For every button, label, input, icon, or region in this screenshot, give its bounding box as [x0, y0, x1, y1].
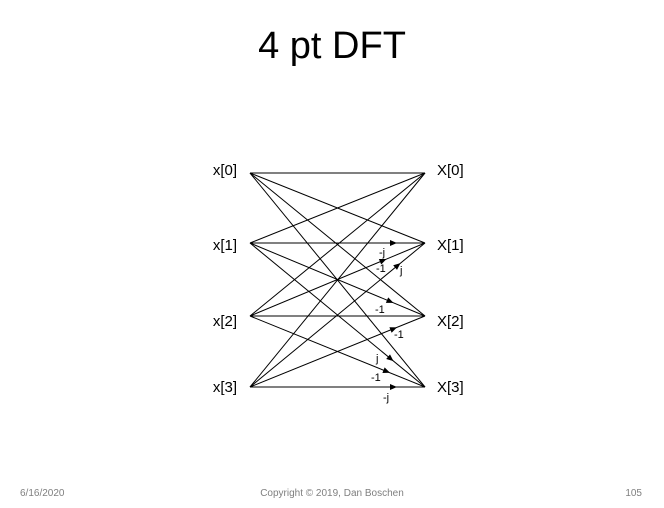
footer-page-number: 105 [625, 488, 642, 499]
branch-arrow-5 [386, 354, 394, 362]
twiddle-label: -1 [375, 304, 385, 316]
output-label-X2: X[2] [437, 313, 464, 330]
branch-arrow-0 [390, 240, 397, 246]
input-label-x0: x[0] [213, 162, 237, 179]
twiddle-label: -1 [371, 372, 381, 384]
twiddle-label: -j [379, 247, 385, 259]
twiddle-label: j [375, 353, 378, 365]
twiddle-label: -1 [394, 329, 404, 341]
input-label-x3: x[3] [213, 379, 237, 396]
branch-arrow-3 [385, 297, 394, 303]
input-label-x1: x[1] [213, 237, 237, 254]
branch-arrow-1 [378, 258, 387, 265]
edge-x1-to-X0 [249, 172, 426, 244]
footer-copyright: Copyright © 2019, Dan Boschen [260, 488, 404, 499]
slide-title: 4 pt DFT [258, 25, 406, 67]
twiddle-label: j [399, 265, 402, 277]
edge-x3-to-X0 [249, 172, 426, 388]
branch-arrow-7 [390, 384, 397, 390]
edge-x2-to-X0 [249, 172, 426, 317]
twiddle-label: -j [383, 392, 389, 404]
output-label-X3: X[3] [437, 379, 464, 396]
flow-graph-edges [249, 172, 426, 388]
twiddle-label: -1 [376, 263, 386, 275]
branch-arrow-4 [389, 327, 397, 333]
output-label-X1: X[1] [437, 237, 464, 254]
branch-arrow-2 [393, 263, 401, 270]
branch-arrow-6 [382, 367, 390, 373]
output-label-X0: X[0] [437, 162, 464, 179]
footer-date: 6/16/2020 [20, 488, 65, 499]
input-label-x2: x[2] [213, 313, 237, 330]
flow-graph-arrows [378, 240, 401, 390]
